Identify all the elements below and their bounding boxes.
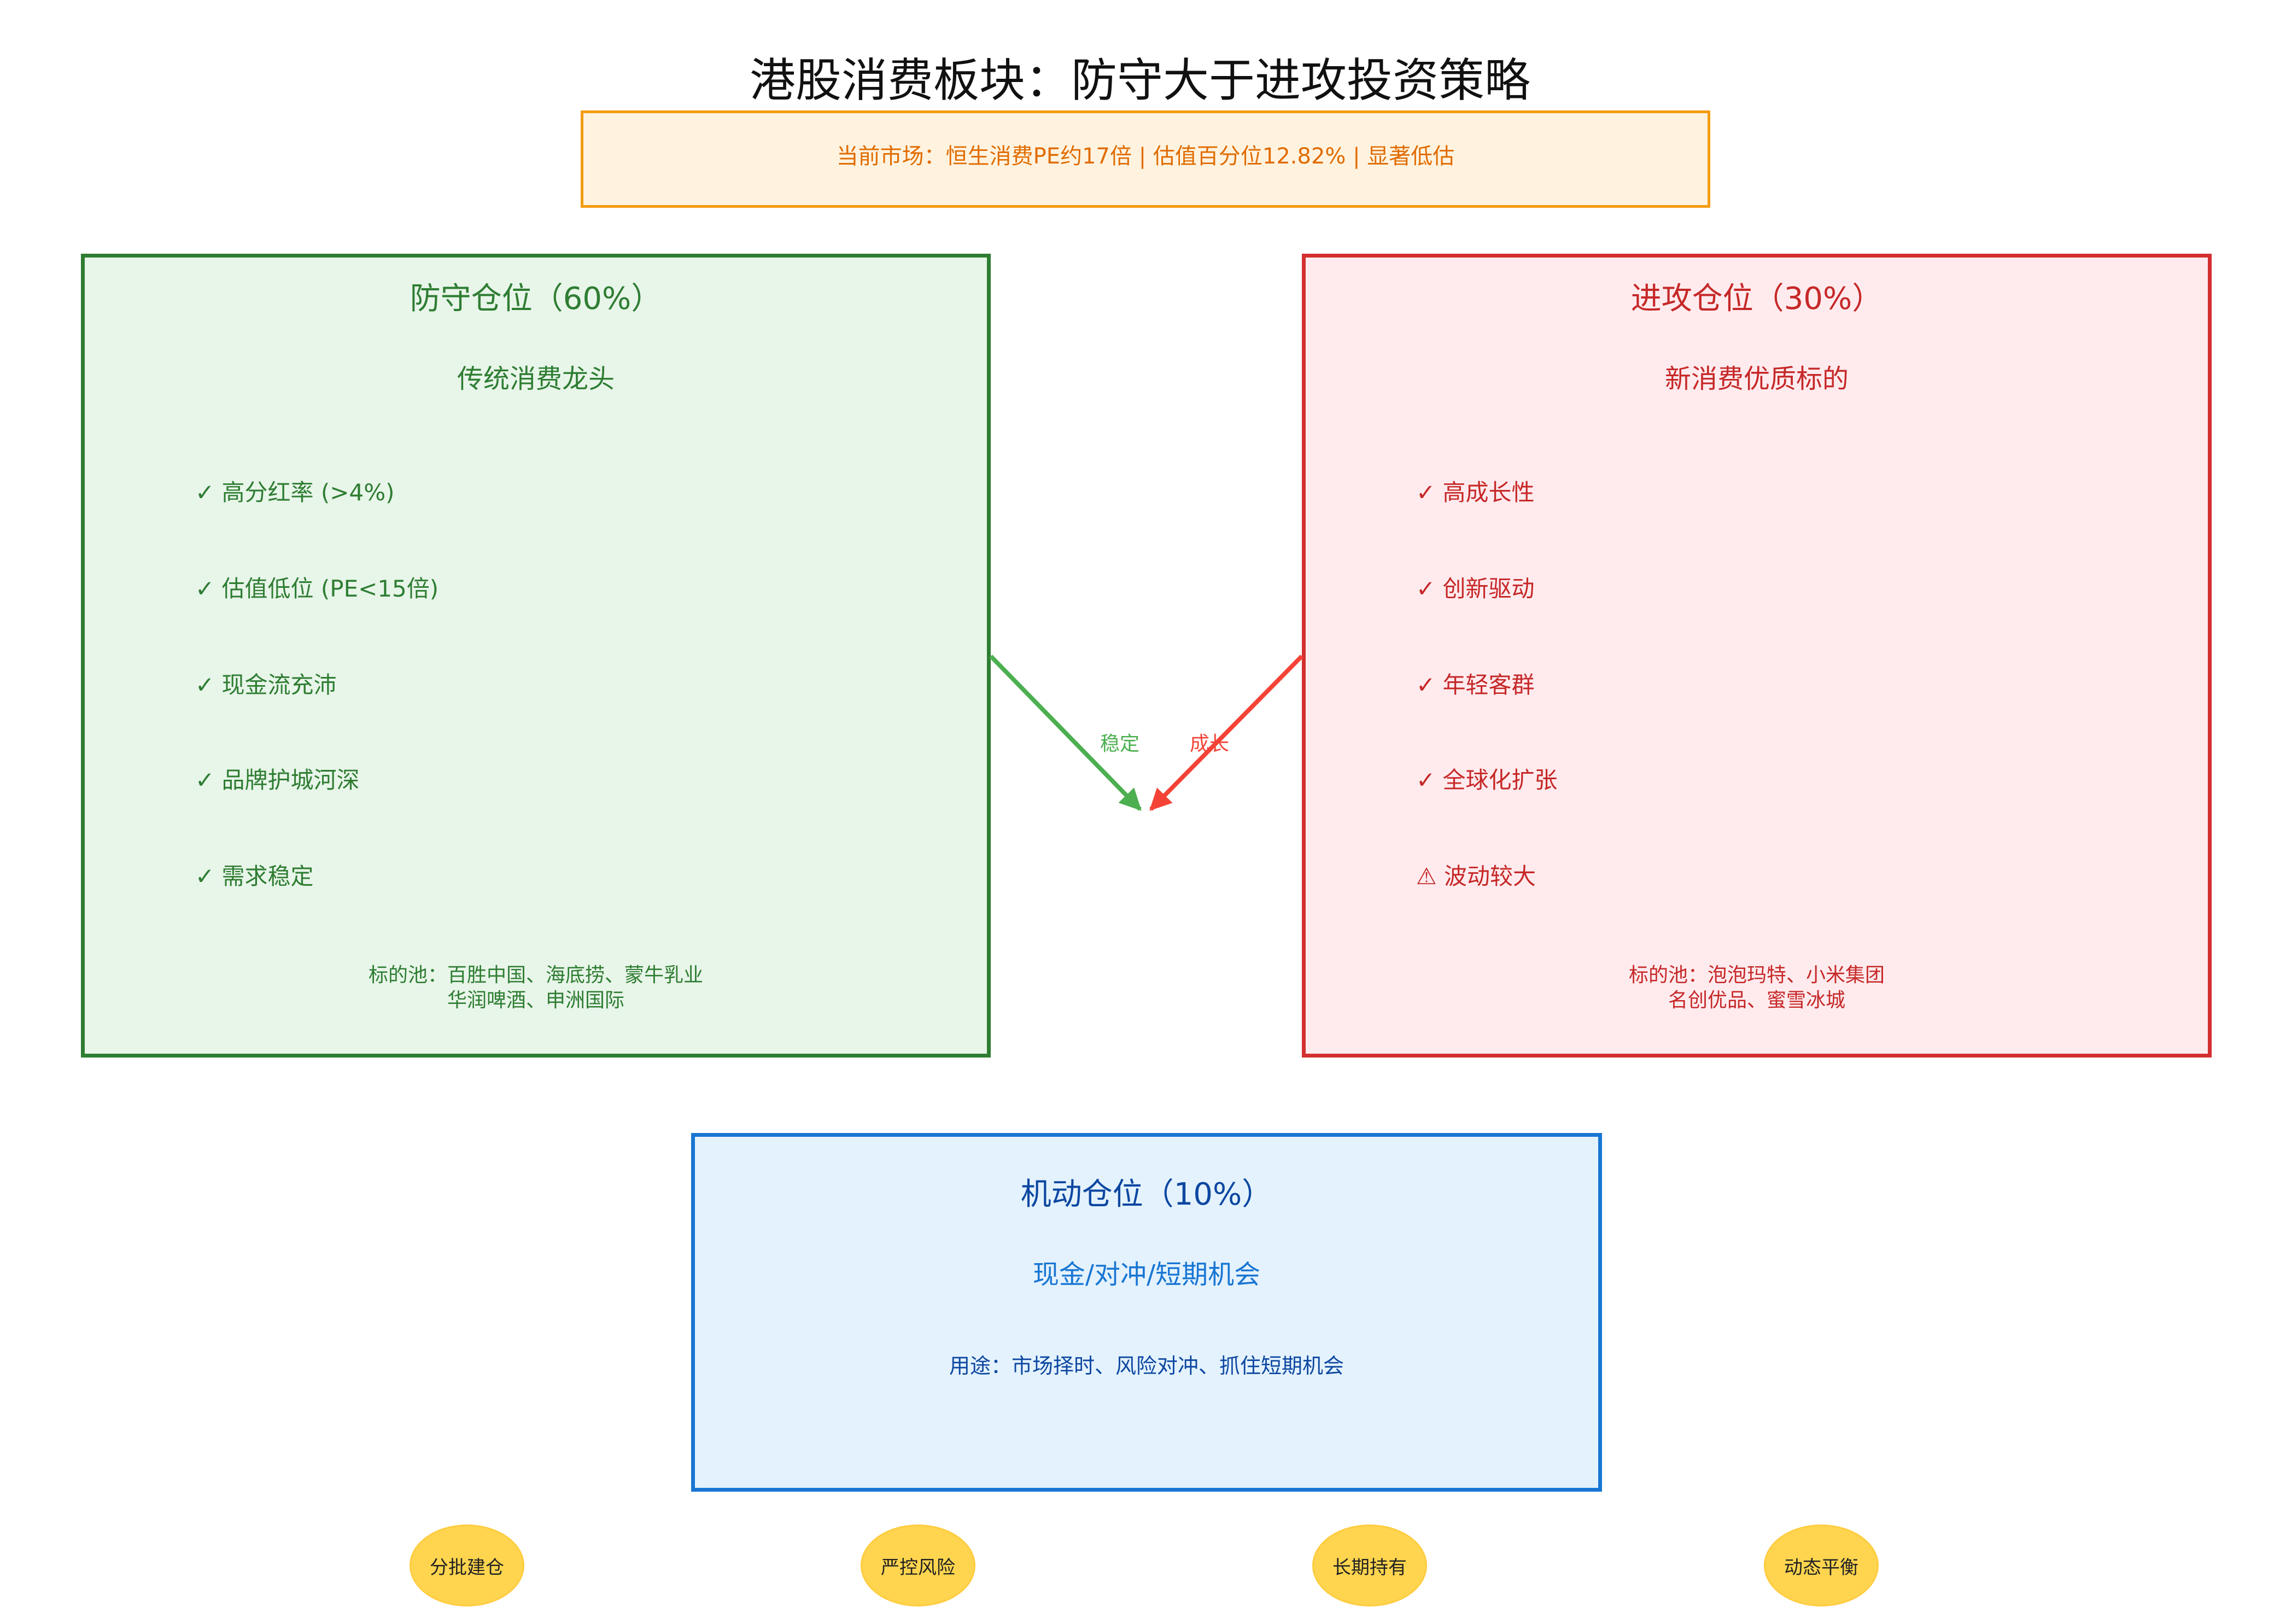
arrow-growth: [1149, 655, 1303, 811]
attack-panel: 进攻仓位（30%） 新消费优质标的 ✓ 高成长性 ✓ 创新驱动 ✓ 年轻客群 ✓…: [1302, 254, 2212, 1058]
defense-item: ✓ 估值低位 (PE<15倍): [195, 575, 439, 602]
defense-item: ✓ 现金流充沛: [195, 671, 337, 698]
principle-chip-balance: 动态平衡: [1764, 1524, 1879, 1607]
principle-label: 动态平衡: [1784, 1556, 1858, 1579]
mobile-usage: 用途：市场择时、风险对冲、抓住短期机会: [949, 1354, 1344, 1378]
defense-heading: 防守仓位（60%）: [410, 281, 662, 317]
defense-pool-line2: 华润啤酒、申洲国际: [447, 989, 624, 1012]
attack-pool-line1: 标的池：泡泡玛特、小米集团: [1628, 964, 1885, 986]
attack-item-warning: ⚠ 波动较大: [1416, 863, 1536, 890]
mobile-subtitle: 现金/对冲/短期机会: [1032, 1259, 1261, 1290]
mobile-panel: 机动仓位（10%） 现金/对冲/短期机会 用途：市场择时、风险对冲、抓住短期机会: [691, 1133, 1602, 1492]
attack-pool-line2: 名创优品、蜜雪冰城: [1668, 989, 1845, 1012]
attack-subtitle: 新消费优质标的: [1664, 364, 1849, 394]
principle-label: 长期持有: [1332, 1556, 1407, 1579]
attack-item: ✓ 全球化扩张: [1416, 767, 1558, 793]
defense-subtitle: 传统消费龙头: [457, 364, 615, 394]
market-banner: 当前市场：恒生消费PE约17倍 | 估值百分位12.82% | 显著低估: [581, 110, 1710, 208]
attack-item: ✓ 高成长性: [1416, 479, 1535, 506]
principle-chip-hold: 长期持有: [1312, 1524, 1427, 1607]
arrow-label-growth: 成长: [1190, 733, 1229, 755]
principle-label: 分批建仓: [430, 1556, 504, 1579]
defense-pool-line1: 标的池：百胜中国、海底捞、蒙牛乳业: [368, 964, 703, 986]
arrow-label-stable: 稳定: [1100, 733, 1139, 755]
principle-chip-risk: 严控风险: [861, 1524, 975, 1607]
attack-item: ✓ 创新驱动: [1416, 575, 1535, 602]
attack-item: ✓ 年轻客群: [1416, 671, 1535, 698]
defense-item: ✓ 品牌护城河深: [195, 767, 360, 793]
arrow-stable: [989, 655, 1142, 811]
market-banner-text: 当前市场：恒生消费PE约17倍 | 估值百分位12.82% | 显著低估: [836, 144, 1455, 169]
principle-label: 严控风险: [881, 1556, 955, 1579]
mobile-heading: 机动仓位（10%）: [1020, 1177, 1273, 1212]
defense-panel: 防守仓位（60%） 传统消费龙头 ✓ 高分红率 (>4%) ✓ 估值低位 (PE…: [81, 254, 991, 1058]
attack-heading: 进攻仓位（30%）: [1630, 281, 1883, 317]
defense-item: ✓ 高分红率 (>4%): [195, 479, 395, 506]
defense-item: ✓ 需求稳定: [195, 863, 314, 890]
principle-chip-batch: 分批建仓: [410, 1524, 524, 1607]
page-title: 港股消费板块：防守大于进攻投资策略: [749, 54, 1530, 107]
